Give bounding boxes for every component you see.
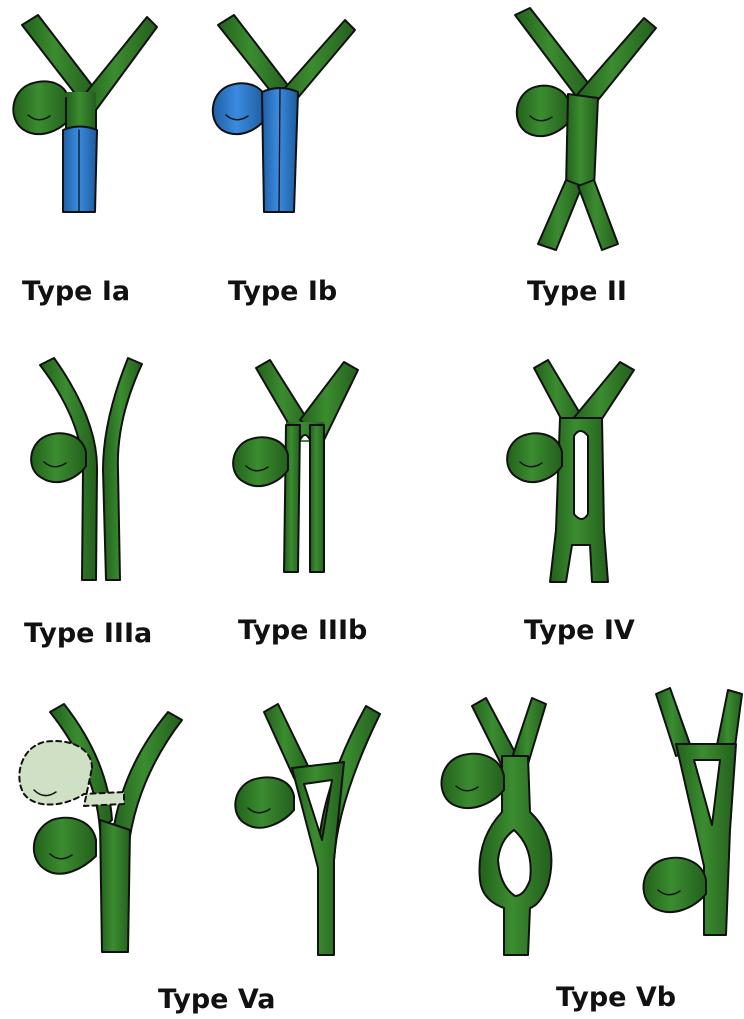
vb1-gallbladder — [442, 754, 504, 808]
ii-lower-left-fork — [538, 180, 582, 250]
type-vb-left-diagram — [442, 698, 552, 955]
va1-ectopic-gallbladder-dashed — [19, 741, 124, 806]
label-type-ia: Type Ia — [22, 278, 130, 305]
label-type-iiib: Type IIIb — [238, 617, 367, 644]
ii-gallbladder — [517, 86, 570, 136]
iiia-gallbladder — [31, 433, 86, 482]
label-type-iv: Type IV — [524, 617, 635, 644]
ii-right-hepatic-branch — [576, 18, 656, 100]
vb1-right-branch — [512, 698, 546, 764]
vb2-gallbladder — [644, 858, 706, 912]
va2-gallbladder — [235, 777, 294, 827]
type-iiia-diagram — [31, 358, 142, 580]
label-type-ib: Type Ib — [228, 278, 337, 305]
type-va-left-diagram — [19, 704, 182, 952]
ii-common-trunk — [566, 94, 598, 188]
iv-gallbladder — [507, 433, 562, 482]
iiib-gallbladder — [233, 437, 288, 486]
iiia-right-duct — [103, 358, 142, 580]
va1-gallbladder — [34, 818, 96, 874]
iiib-right-duct — [310, 425, 324, 572]
ib-gallbladder-blue — [213, 83, 266, 134]
type-iv-diagram — [507, 360, 634, 582]
ia-gallbladder — [13, 82, 70, 135]
label-type-vb: Type Vb — [556, 984, 676, 1011]
ii-left-hepatic-branch — [515, 8, 592, 96]
type-ib-diagram — [213, 15, 355, 212]
label-type-ii: Type II — [527, 278, 627, 305]
label-type-va: Type Va — [158, 986, 276, 1013]
type-ii-diagram — [515, 8, 656, 250]
type-ia-diagram — [13, 15, 157, 212]
type-vb-right-diagram — [644, 688, 742, 935]
type-va-right-diagram — [235, 704, 380, 955]
iiib-left-duct — [284, 425, 300, 572]
va2-duct-loop — [292, 762, 344, 955]
label-type-iiia: Type IIIa — [24, 620, 152, 647]
ia-common-bile-duct — [63, 127, 97, 213]
ii-lower-right-fork — [578, 180, 618, 250]
type-iiib-diagram — [233, 360, 358, 572]
va1-common-duct — [100, 820, 130, 952]
